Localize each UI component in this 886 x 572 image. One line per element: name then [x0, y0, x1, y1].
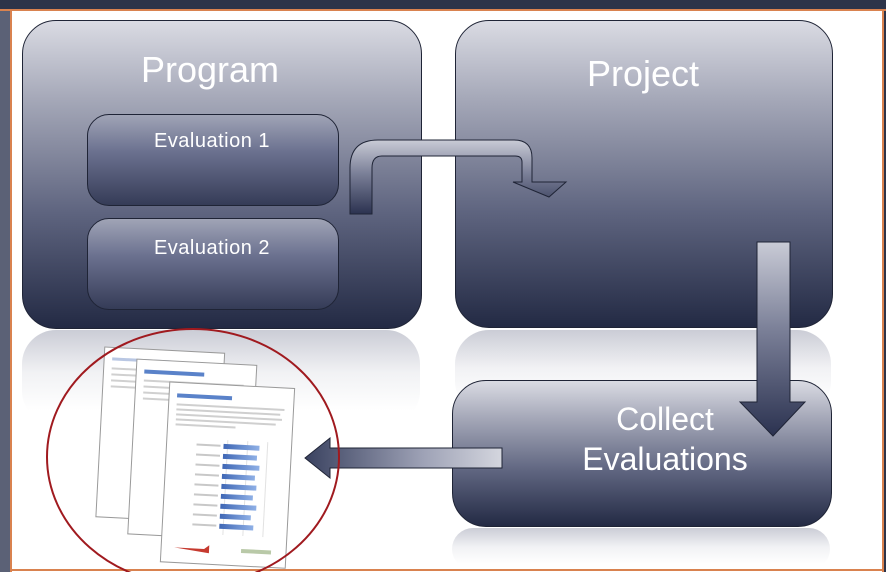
- frame-top-bar: [0, 0, 886, 9]
- collect-box-reflection: [452, 528, 830, 570]
- frame-right-bar: [884, 11, 886, 572]
- evaluation-2-label: Evaluation 2: [153, 237, 271, 259]
- curved-arrow-program-to-project: [349, 139, 568, 215]
- frame-left-accent: [10, 11, 12, 572]
- frame-accent-line: [0, 9, 886, 11]
- evaluation-1-label: Evaluation 1: [153, 130, 271, 152]
- reports-highlight-circle: [46, 328, 340, 572]
- down-arrow-project-to-collect: [738, 241, 807, 437]
- frame-bottom-accent: [12, 569, 882, 571]
- project-title: Project: [586, 53, 700, 94]
- program-title: Program: [140, 49, 280, 90]
- collect-label-line-2: Evaluations: [582, 441, 748, 477]
- report-page-front: [159, 381, 296, 569]
- evaluation-1-box: [87, 114, 339, 206]
- evaluation-2-box: [87, 218, 339, 310]
- left-arrow-collect-to-reports: [304, 436, 503, 480]
- report-pages-stack: [95, 346, 296, 569]
- collect-label-line-1: Collect: [616, 401, 714, 437]
- frame-left-bar: [0, 11, 10, 572]
- frame-right-accent: [882, 11, 884, 572]
